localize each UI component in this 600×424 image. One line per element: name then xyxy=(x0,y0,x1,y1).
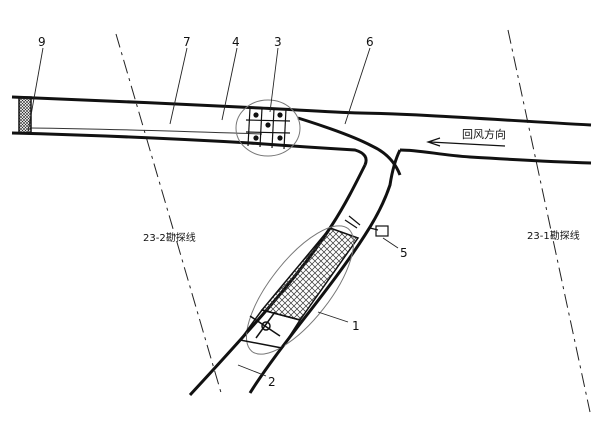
exploration-line-left xyxy=(115,33,223,397)
airflow-label: 回风方向 xyxy=(462,127,506,141)
airflow-arrow xyxy=(426,137,506,147)
callout-3: 3 xyxy=(274,35,282,49)
filled-section-ellipse xyxy=(245,225,355,355)
callout-9: 9 xyxy=(38,35,46,49)
callout-6: 6 xyxy=(366,35,374,49)
callout-4: 4 xyxy=(232,35,240,49)
main-roadway xyxy=(11,95,592,166)
frame-structure xyxy=(245,107,291,150)
callout-5: 5 xyxy=(400,246,408,260)
callout-7: 7 xyxy=(183,35,191,49)
frame-highlight-ellipse xyxy=(235,99,301,157)
lower-wall xyxy=(238,309,302,349)
branch-roadway xyxy=(188,116,402,397)
callout-1: 1 xyxy=(352,319,360,333)
filled-section xyxy=(260,227,360,321)
exploration-label-right: 23-1勘探线 xyxy=(527,229,580,242)
inner-line xyxy=(29,127,263,135)
exploration-line-right xyxy=(507,29,591,413)
exploration-label-left: 23-2勘探线 xyxy=(143,231,196,244)
valve-fixture xyxy=(344,215,389,237)
callout-2: 2 xyxy=(268,375,276,389)
leader-lines xyxy=(27,47,399,377)
